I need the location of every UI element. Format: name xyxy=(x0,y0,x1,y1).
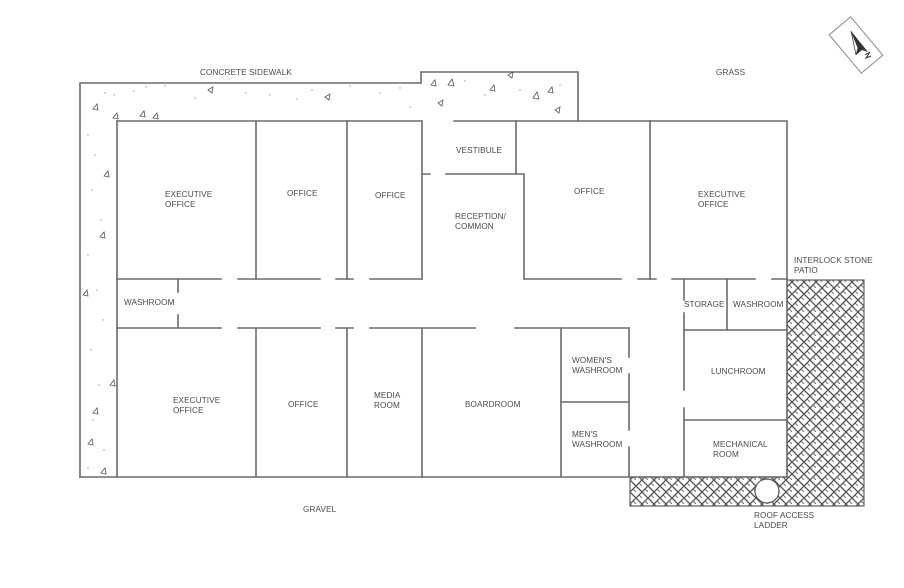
room-executive-office-sw: EXECUTIVE OFFICE xyxy=(173,396,220,416)
gravel-label: GRAVEL xyxy=(303,505,337,514)
grass-label: GRASS xyxy=(716,68,746,77)
roof-access-ladder-label: ROOF ACCESS LADDER xyxy=(754,511,814,531)
room-executive-office-nw: EXECUTIVE OFFICE xyxy=(165,190,212,210)
room-label-line1: EXECUTIVE xyxy=(165,190,213,199)
ladder-label-line2: LADDER xyxy=(754,521,788,530)
building-walls xyxy=(79,120,788,478)
room-label-line1: EXECUTIVE xyxy=(698,190,746,199)
ladder-label-line1: ROOF ACCESS xyxy=(754,511,815,520)
room-label-line2: WASHROOM xyxy=(572,366,623,375)
roof-access-ladder-icon xyxy=(754,478,780,504)
room-label-line2: COMMON xyxy=(455,222,494,231)
patio-label-line2: PATIO xyxy=(794,266,818,275)
room-storage: STORAGE xyxy=(684,300,725,309)
room-label-line2: OFFICE xyxy=(165,200,196,209)
room-boardroom: BOARDROOM xyxy=(465,400,521,409)
room-washroom-east: WASHROOM xyxy=(733,300,784,309)
room-label-line1: MEN'S xyxy=(572,430,598,439)
patio-label: INTERLOCK STONE PATIO xyxy=(794,256,873,276)
interlock-stone-patio xyxy=(629,279,865,507)
room-womens-washroom: WOMEN'S WASHROOM xyxy=(572,356,623,376)
room-label-line1: EXECUTIVE xyxy=(173,396,221,405)
room-mens-washroom: MEN'S WASHROOM xyxy=(572,430,623,450)
room-vestibule: VESTIBULE xyxy=(456,146,502,155)
room-office-n2: OFFICE xyxy=(375,191,406,200)
concrete-sidewalk-label: CONCRETE SIDEWALK xyxy=(200,68,292,77)
room-executive-office-ne: EXECUTIVE OFFICE xyxy=(698,190,745,210)
room-reception-common: RECEPTION/ COMMON xyxy=(455,212,506,232)
room-office-n3: OFFICE xyxy=(574,187,605,196)
room-label-line1: WOMEN'S xyxy=(572,356,613,365)
north-arrow-icon xyxy=(828,16,884,74)
room-label-line2: ROOM xyxy=(374,401,400,410)
room-label-line2: WASHROOM xyxy=(572,440,623,449)
room-label-line1: RECEPTION/ xyxy=(455,212,507,221)
room-label-line2: OFFICE xyxy=(698,200,729,209)
concrete-sidewalk-area xyxy=(79,71,579,478)
room-lunchroom: LUNCHROOM xyxy=(711,367,766,376)
room-mechanical-room: MECHANICAL ROOM xyxy=(713,440,768,460)
room-office-s1: OFFICE xyxy=(288,400,319,409)
room-washroom-west: WASHROOM xyxy=(124,298,175,307)
room-label-line1: MEDIA xyxy=(374,391,401,400)
room-label-line1: MECHANICAL xyxy=(713,440,768,449)
patio-label-line1: INTERLOCK STONE xyxy=(794,256,873,265)
room-label-line2: ROOM xyxy=(713,450,739,459)
room-label-line2: OFFICE xyxy=(173,406,204,415)
room-media-room: MEDIA ROOM xyxy=(374,391,400,411)
room-office-n1: OFFICE xyxy=(287,189,318,198)
